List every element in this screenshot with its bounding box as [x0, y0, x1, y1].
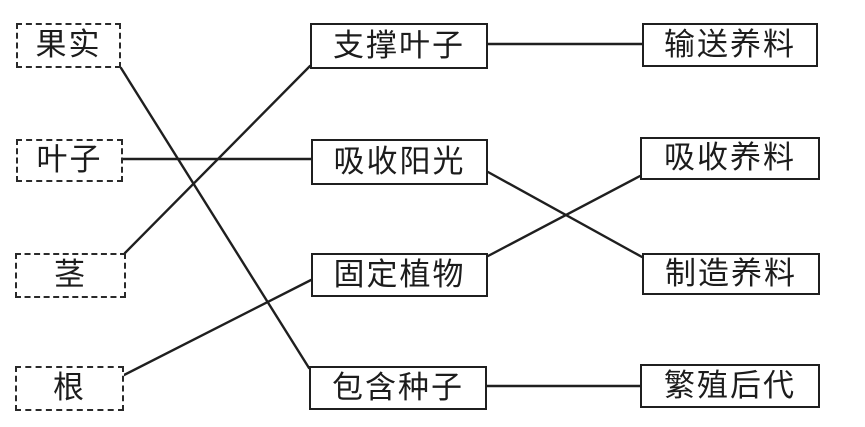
connector-anchor-plant-absorb-nutrients — [486, 174, 642, 258]
right-item-reproduce-offspring: 繁殖后代 — [640, 364, 820, 408]
middle-item-anchor-plant: 固定植物 — [311, 253, 488, 297]
right-item-make-nutrients: 制造养料 — [642, 253, 820, 295]
left-item-fruit: 果实 — [16, 23, 121, 68]
connector-stem-support-leaves — [123, 64, 312, 255]
middle-item-support-leaves: 支撑叶子 — [310, 23, 488, 69]
left-item-stem: 茎 — [15, 253, 126, 298]
left-item-root: 根 — [15, 366, 124, 411]
left-item-leaf: 叶子 — [16, 139, 123, 182]
middle-item-absorb-sunlight: 吸收阳光 — [311, 139, 488, 185]
connector-fruit-contain-seeds — [119, 66, 311, 370]
connector-root-anchor-plant — [122, 278, 313, 377]
right-item-transport-nutrients: 输送养料 — [642, 23, 818, 67]
middle-item-contain-seeds: 包含种子 — [309, 366, 487, 410]
right-item-absorb-nutrients: 吸收养料 — [640, 137, 820, 180]
